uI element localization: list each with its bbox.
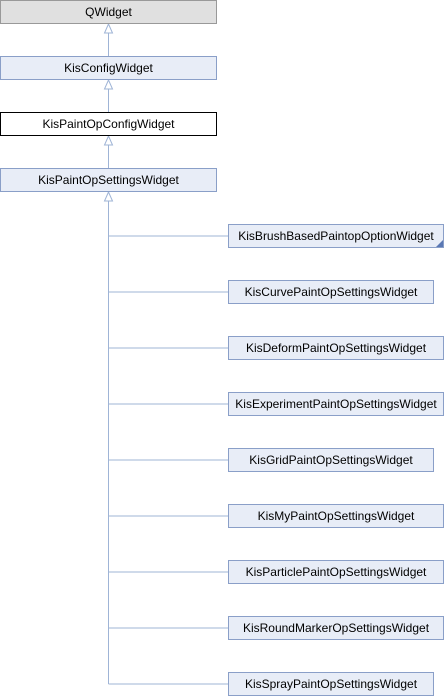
node-child[interactable]: KisRoundMarkerOpSettingsWidget (228, 616, 444, 640)
node-child[interactable]: KisParticlePaintOpSettingsWidget (228, 560, 444, 584)
node-label: KisDeformPaintOpSettingsWidget (245, 341, 427, 355)
node-label: KisSprayPaintOpSettingsWidget (244, 677, 418, 691)
node-kis-paintop-settings-widget[interactable]: KisPaintOpSettingsWidget (0, 168, 217, 192)
inheritance-arrowhead (103, 22, 114, 34)
node-child[interactable]: KisGridPaintOpSettingsWidget (228, 448, 434, 472)
node-label: KisBrushBasedPaintopOptionWidget (238, 229, 434, 243)
node-label: KisExperimentPaintOpSettingsWidget (235, 397, 437, 411)
node-qwidget[interactable]: QWidget (0, 0, 217, 24)
node-kis-config-widget[interactable]: KisConfigWidget (0, 56, 217, 80)
node-child[interactable]: KisBrushBasedPaintopOptionWidget (228, 224, 444, 248)
node-label: KisPaintOpConfigWidget (42, 117, 175, 131)
node-label: KisConfigWidget (64, 61, 153, 75)
node-label: KisParticlePaintOpSettingsWidget (245, 565, 427, 579)
inheritance-arrowhead (103, 78, 114, 90)
node-child[interactable]: KisExperimentPaintOpSettingsWidget (228, 392, 444, 416)
node-child[interactable]: KisSprayPaintOpSettingsWidget (228, 672, 434, 696)
node-label: KisPaintOpSettingsWidget (38, 173, 179, 187)
node-label: KisGridPaintOpSettingsWidget (249, 453, 413, 467)
node-child[interactable]: KisCurvePaintOpSettingsWidget (228, 280, 434, 304)
inheritance-arrowhead (103, 190, 114, 202)
has-children-marker (436, 240, 443, 247)
node-label: KisMyPaintOpSettingsWidget (257, 509, 415, 523)
node-label: KisRoundMarkerOpSettingsWidget (242, 621, 430, 635)
node-kis-paintop-config-widget[interactable]: KisPaintOpConfigWidget (0, 112, 217, 136)
node-child[interactable]: KisMyPaintOpSettingsWidget (228, 504, 444, 528)
node-child[interactable]: KisDeformPaintOpSettingsWidget (228, 336, 444, 360)
node-label: QWidget (85, 5, 132, 19)
node-label: KisCurvePaintOpSettingsWidget (244, 285, 418, 299)
inheritance-arrowhead (103, 134, 114, 146)
